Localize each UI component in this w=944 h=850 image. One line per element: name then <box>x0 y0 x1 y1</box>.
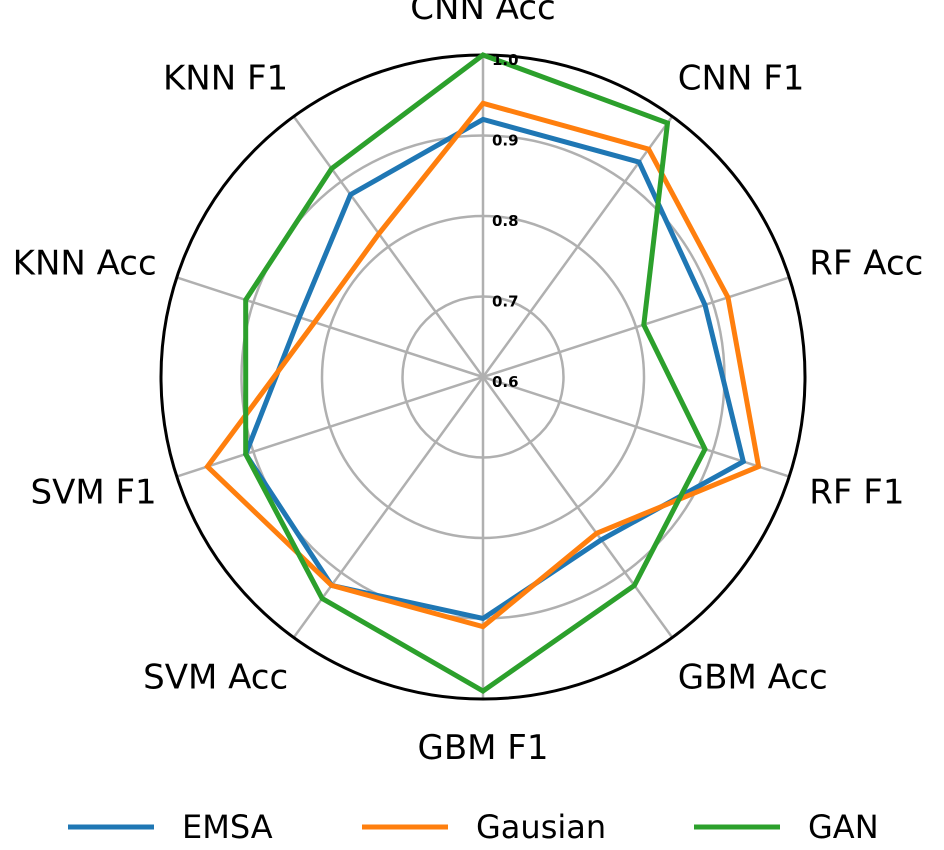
radial-tick-label-1: 0.7 <box>492 293 519 311</box>
series-line-gausian <box>204 100 762 630</box>
axis-label-3: RF F1 <box>809 472 904 512</box>
axis-label-5: GBM F1 <box>417 728 548 768</box>
radial-tick-label-4: 1.0 <box>492 51 519 69</box>
grid-spoke-6 <box>292 376 485 639</box>
radial-tick-label-2: 0.8 <box>492 212 519 230</box>
radial-tick-label-0: 0.6 <box>492 373 519 391</box>
grid-spoke-4 <box>481 376 674 639</box>
axis-label-9: KNN F1 <box>163 59 288 99</box>
legend: EMSA Gausian GAN <box>68 808 879 846</box>
axis-label-7: SVM F1 <box>31 472 157 512</box>
axis-label-0: CNN Acc <box>410 0 555 28</box>
legend-label-emsa: EMSA <box>182 808 273 846</box>
grid-spoke-7 <box>176 375 484 478</box>
grid-spoke-9 <box>292 115 485 378</box>
radial-tick-label-3: 0.9 <box>492 132 519 150</box>
radial-tick-layer: 0.6 0.7 0.8 0.9 1.0 <box>492 51 519 391</box>
axis-label-1: CNN F1 <box>678 59 805 99</box>
series-line-gan <box>243 52 708 694</box>
series-layer <box>204 52 762 694</box>
axis-label-2: RF Acc <box>809 244 923 284</box>
legend-label-gan: GAN <box>808 808 879 846</box>
grid-spoke-8 <box>176 276 484 379</box>
axis-label-8: KNN Acc <box>13 244 157 284</box>
grid-spoke-3 <box>482 375 790 478</box>
grid-spoke-2 <box>482 276 790 379</box>
legend-label-gausian: Gausian <box>476 808 606 846</box>
series-line-emsa <box>242 116 747 622</box>
axis-label-6: SVM Acc <box>143 657 288 697</box>
grid-spoke-1 <box>481 115 674 378</box>
axis-label-4: GBM Acc <box>678 657 828 697</box>
grid-layer <box>159 53 807 701</box>
